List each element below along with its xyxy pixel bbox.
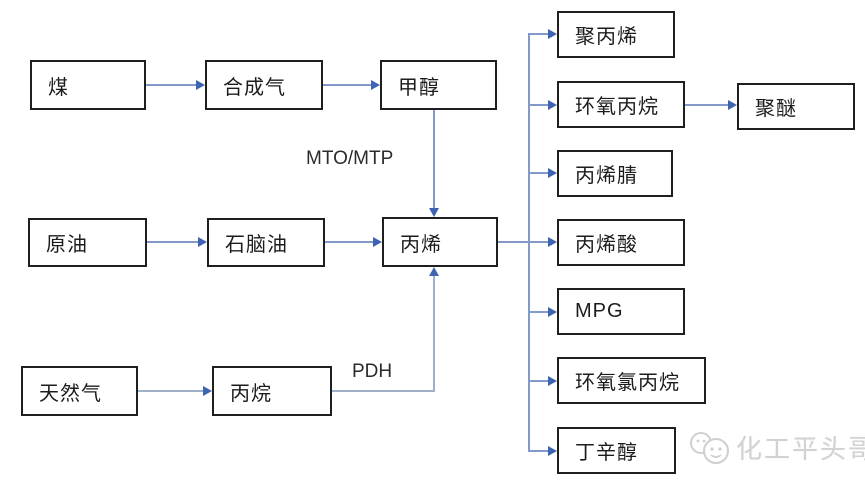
node-mpg: MPG — [557, 288, 685, 335]
edge-propylene-acrylic-arrowhead — [548, 237, 557, 247]
edge-crude-naphtha-line — [147, 241, 198, 243]
branch-polypropylene-arrowhead — [548, 29, 557, 39]
branch-acrylonitrile-line — [528, 172, 549, 174]
watermark-logo-icon — [690, 431, 729, 464]
node-propane: 丙烷 — [212, 366, 332, 416]
branch-mpg-line — [528, 311, 549, 313]
node-butanol-octanol: 丁辛醇 — [557, 427, 676, 474]
edge-naphtha-propylene-arrowhead — [373, 237, 382, 247]
branch-epichlorohydrin-arrowhead — [548, 376, 557, 386]
node-epichlorohydrin: 环氧氯丙烷 — [557, 357, 706, 404]
branch-butanol-octanol-arrowhead — [548, 446, 557, 456]
edge-syngas-methanol-line — [323, 84, 371, 86]
branch-polypropylene-line — [528, 33, 549, 35]
branch-mpg-arrowhead — [548, 307, 557, 317]
edge-propane-propylene-vline — [433, 276, 435, 391]
trunk-line — [528, 33, 530, 452]
edge-propane-propylene-arrowhead — [429, 267, 439, 276]
edge-methanol-propylene-line — [433, 110, 435, 208]
watermark: 化工平头哥 — [688, 429, 865, 466]
node-syngas: 合成气 — [205, 60, 323, 110]
branch-epichlorohydrin-line — [528, 380, 549, 382]
branch-butanol-octanol-line — [528, 450, 549, 452]
edge-natgas-propane-line — [138, 390, 203, 392]
edge-propane-propylene-hline — [332, 390, 435, 392]
branch-propylene-oxide-arrowhead — [548, 100, 557, 110]
edge-propylene-acrylic-line — [498, 241, 548, 243]
edge-label-pdh: PDH — [352, 361, 393, 382]
edge-coal-syngas-arrowhead — [196, 80, 205, 90]
node-propylene-oxide: 环氧丙烷 — [557, 81, 685, 128]
node-methanol: 甲醇 — [380, 60, 497, 110]
watermark-text: 化工平头哥 — [736, 434, 865, 464]
edge-methanol-propylene-arrowhead — [429, 208, 439, 217]
node-crude-oil: 原油 — [28, 218, 147, 267]
edge-po-polyether-arrowhead — [728, 100, 737, 110]
node-acrylonitrile: 丙烯腈 — [557, 150, 673, 197]
branch-acrylonitrile-arrowhead — [548, 168, 557, 178]
node-polyether: 聚醚 — [737, 83, 855, 130]
node-acrylic-acid: 丙烯酸 — [557, 219, 685, 266]
node-naphtha: 石脑油 — [207, 218, 325, 267]
node-polypropylene: 聚丙烯 — [557, 11, 675, 58]
edge-natgas-propane-arrowhead — [203, 386, 212, 396]
edge-syngas-methanol-arrowhead — [371, 80, 380, 90]
edge-naphtha-propylene-line — [325, 241, 373, 243]
edge-coal-syngas-line — [146, 84, 196, 86]
edge-label-mto-mtp: MTO/MTP — [306, 148, 394, 169]
node-coal: 煤 — [30, 60, 146, 110]
edge-crude-naphtha-arrowhead — [198, 237, 207, 247]
branch-propylene-oxide-line — [528, 104, 549, 106]
edge-po-polyether-line — [685, 104, 728, 106]
node-natural-gas: 天然气 — [21, 366, 138, 416]
node-propylene: 丙烯 — [382, 217, 498, 267]
